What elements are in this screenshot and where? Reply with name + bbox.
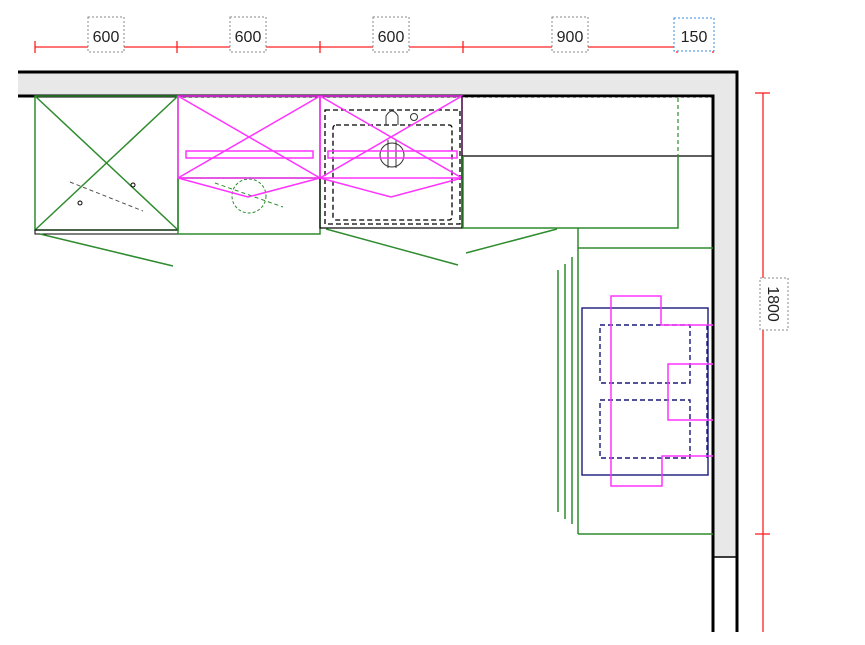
dimension-label-box[interactable] — [759, 277, 789, 331]
wall-cabinet-right[interactable] — [610, 295, 713, 487]
burner-zone — [599, 399, 691, 459]
door-swing — [465, 228, 558, 254]
right-dimension — [755, 92, 770, 632]
corner-cabinet[interactable] — [461, 96, 713, 229]
drain-icon — [379, 142, 405, 168]
sink-basin — [332, 124, 453, 221]
dimension-label-box[interactable] — [372, 16, 410, 53]
dimension-label-150[interactable]: 150 — [681, 29, 708, 46]
dimension-label-600-3[interactable]: 600 — [378, 29, 405, 46]
cabinet-2[interactable] — [177, 95, 321, 235]
shelf — [327, 150, 458, 159]
wall-inner-edge — [18, 94, 715, 632]
wall-outer-edge — [18, 70, 739, 632]
cooktop[interactable] — [581, 307, 709, 476]
knob-icon — [77, 200, 83, 206]
dimension-label-900[interactable]: 900 — [557, 29, 584, 46]
sink-outline — [324, 109, 461, 225]
dimension-label-box-selected[interactable] — [673, 17, 715, 52]
dimension-labels — [87, 16, 715, 53]
sink-cabinet[interactable] — [319, 95, 558, 266]
burner-zone — [599, 324, 691, 384]
dashed-axis — [214, 182, 284, 208]
dimension-label-box[interactable] — [551, 16, 589, 53]
wall-cabinet-2[interactable] — [177, 95, 321, 198]
dimension-label-600-1[interactable]: 600 — [93, 29, 120, 46]
door-swing — [39, 233, 174, 267]
door-swing — [325, 228, 459, 266]
bin-circle — [231, 178, 267, 214]
dimension-label-box[interactable] — [229, 16, 267, 53]
extractor-hood — [667, 363, 713, 421]
dashed-axis — [69, 181, 144, 212]
dimension-label-1800[interactable]: 1800 — [764, 286, 781, 322]
dimension-label-600-2[interactable]: 600 — [235, 29, 262, 46]
dimension-label-box[interactable] — [87, 16, 125, 53]
base-cabinet-2[interactable] — [177, 177, 321, 235]
base-cabinet-1[interactable] — [34, 95, 179, 267]
knob-icon — [130, 182, 136, 188]
shelf — [185, 150, 314, 159]
right-base-cabinet[interactable] — [557, 228, 713, 535]
tap-hole-icon — [410, 113, 418, 121]
faucet-icon — [385, 110, 399, 125]
